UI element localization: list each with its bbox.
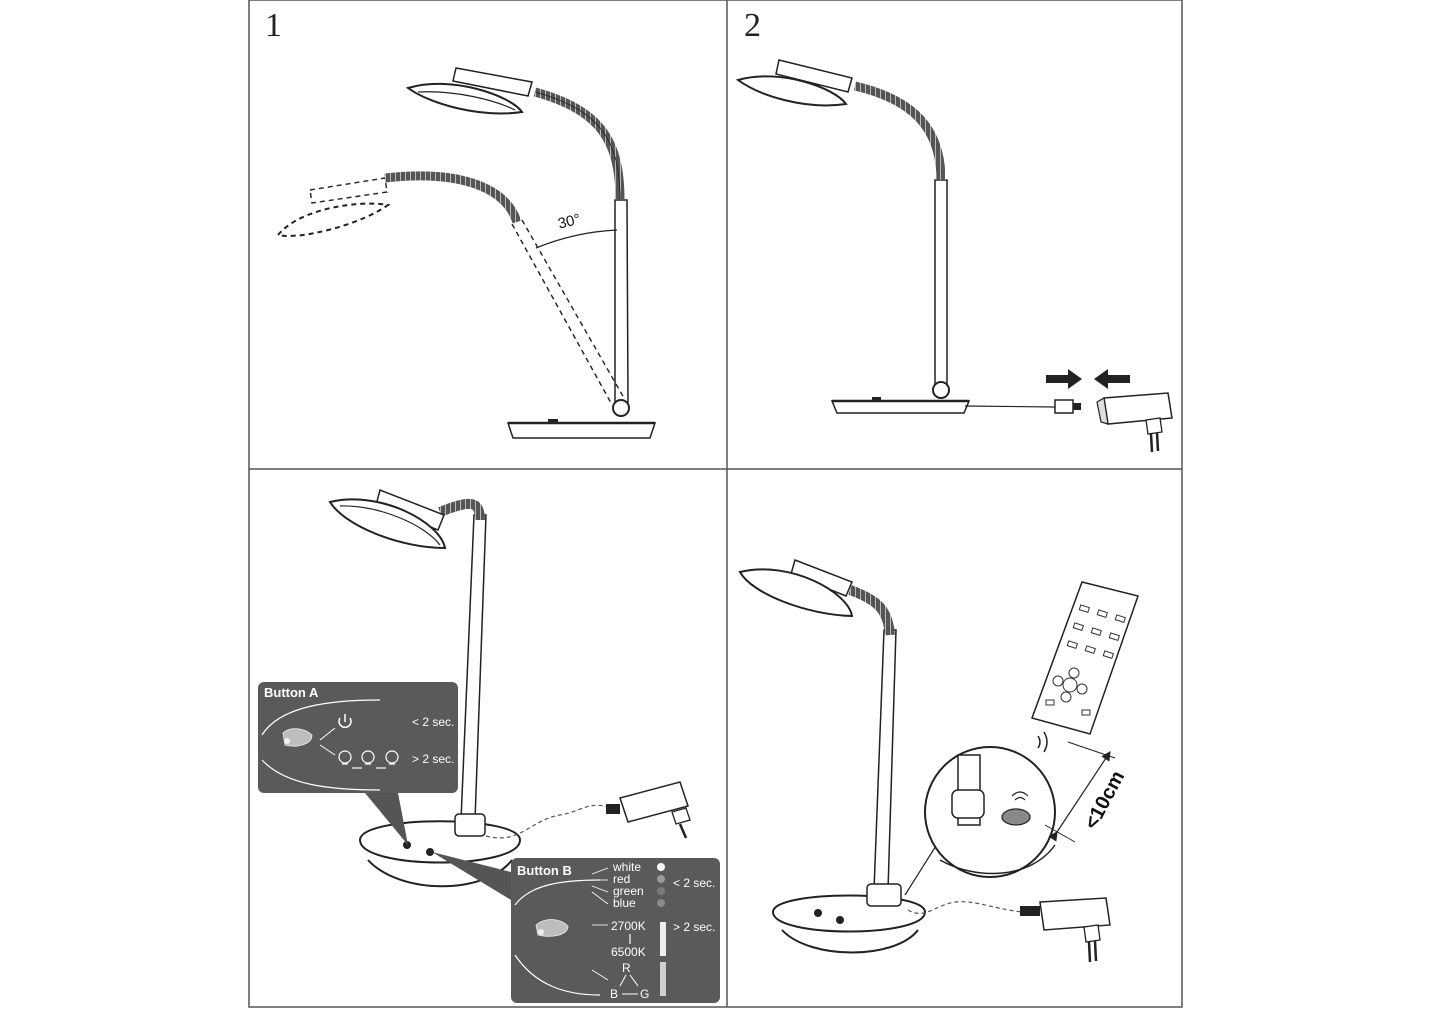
button-a-title: Button A: [264, 685, 319, 700]
lamp-head: [735, 75, 848, 107]
button-b-long-press: > 2 sec.: [673, 920, 715, 934]
temp-high: 6500K: [611, 945, 646, 959]
wireless-signal-icon: [1011, 791, 1029, 801]
button-a-short-press: < 2 sec.: [412, 715, 454, 729]
lamp-arm-tilted: [276, 177, 625, 404]
color-green: green: [613, 884, 644, 898]
color-list: white red green blue: [591, 860, 665, 910]
button-b-panel: Button B white red green blue < 2 sec.: [511, 858, 720, 1003]
power-cable: [964, 405, 1056, 408]
lamp: [738, 559, 1111, 963]
rgb-b: B: [610, 987, 618, 1001]
lamp-base: [830, 397, 971, 414]
button-b-title: Button B: [517, 863, 572, 878]
temp-low: 2700K: [611, 919, 646, 933]
angle-arc: [535, 229, 618, 249]
button-a-long-press: > 2 sec.: [412, 752, 454, 766]
zoom-detail: [924, 746, 1056, 878]
power-adapter-icon: [1020, 897, 1111, 963]
panel-number-1: 1: [265, 7, 282, 44]
pivot-joint: [612, 399, 630, 417]
rgb-r: R: [622, 961, 631, 975]
angle-label: 30°: [556, 211, 582, 233]
swatch-white: [657, 863, 665, 871]
lamp-base: [506, 419, 657, 439]
pivot-joint: [932, 381, 950, 399]
distance-label: <10cm: [1080, 767, 1129, 833]
lamp-arm-upright: [735, 59, 950, 399]
ir-sensor: [1001, 808, 1031, 826]
distance-indicator: <10cm: [1044, 741, 1129, 843]
panel-3-button-controls: Button A < 2 sec. > 2 sec.: [258, 488, 720, 1003]
power-adapter-icon: [1096, 392, 1173, 453]
color-blue: blue: [613, 896, 636, 910]
rgb-g: G: [640, 987, 649, 1001]
swatch-blue: [657, 899, 665, 907]
hand-press-icon: [282, 728, 313, 747]
panel-2-connect-power: [735, 59, 1173, 453]
button-b-short-press: < 2 sec.: [673, 876, 715, 890]
remote-control-icon: [1031, 581, 1139, 735]
panel-grid: [248, 0, 1183, 1008]
rgb-cycle: R B G: [610, 961, 666, 1001]
color-white: white: [612, 860, 641, 874]
swatch-green: [657, 887, 665, 895]
button-a-panel: Button A < 2 sec. > 2 sec.: [258, 682, 458, 793]
lamp-head: [405, 82, 524, 115]
hand-press-icon: [535, 919, 569, 937]
panel-number-2: 2: [744, 7, 761, 44]
lamp-head: [328, 498, 447, 550]
lamp-head: [738, 568, 854, 618]
bulb-icon: [338, 750, 399, 769]
swatch-red: [657, 875, 665, 883]
color-red: red: [613, 872, 630, 886]
lamp-arm-upright: [405, 67, 630, 417]
temperature-gradient: [660, 922, 666, 956]
panel-1-adjust-angle: 30°: [276, 67, 657, 439]
power-icon: [338, 714, 352, 728]
arrow-icon: [1046, 369, 1130, 389]
wireless-signal-icon: [1037, 731, 1048, 753]
power-adapter-icon: [606, 781, 691, 839]
panel-4-remote-control: <10cm: [738, 559, 1139, 963]
